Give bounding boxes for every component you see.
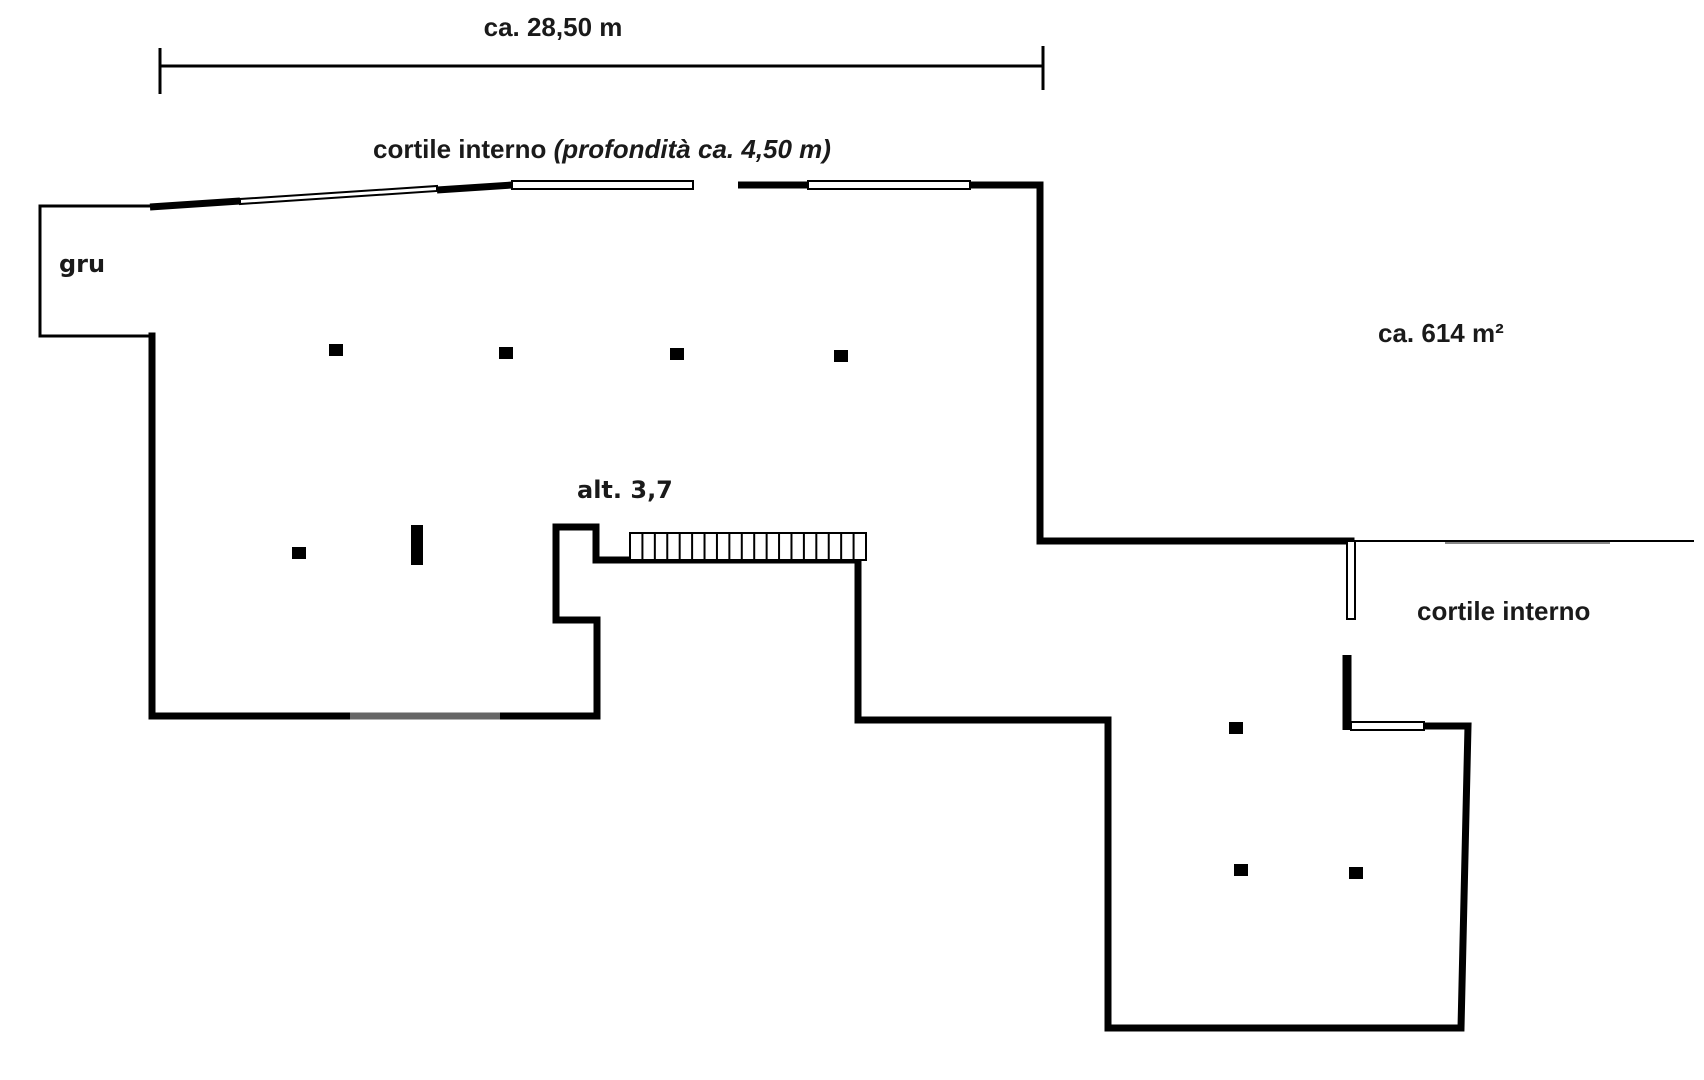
column [499,347,513,359]
courtyard-right-label: cortile interno [1417,596,1590,626]
courtyard-top-depth: (profondità ca. 4,50 m) [554,134,831,164]
column [1349,867,1363,879]
height-label: alt. 3,7 [577,476,673,504]
column [292,547,306,559]
column [411,525,423,565]
column [834,350,848,362]
column [1234,864,1248,876]
exterior-walls [38,181,1472,1032]
area-label: ca. 614 m² [1378,318,1504,348]
width-dimension-label: ca. 28,50 m [484,12,623,42]
column [329,344,343,356]
crane-label: gru [59,250,105,278]
staircase [629,532,867,561]
courtyard-top-label: cortile interno (profondità ca. 4,50 m) [373,134,831,164]
courtyard-top-prefix: cortile interno [373,134,554,164]
windows [239,180,1694,731]
column [1229,722,1243,734]
width-dimension-line [158,46,1045,94]
column [670,348,684,360]
structural-columns [292,344,1363,879]
